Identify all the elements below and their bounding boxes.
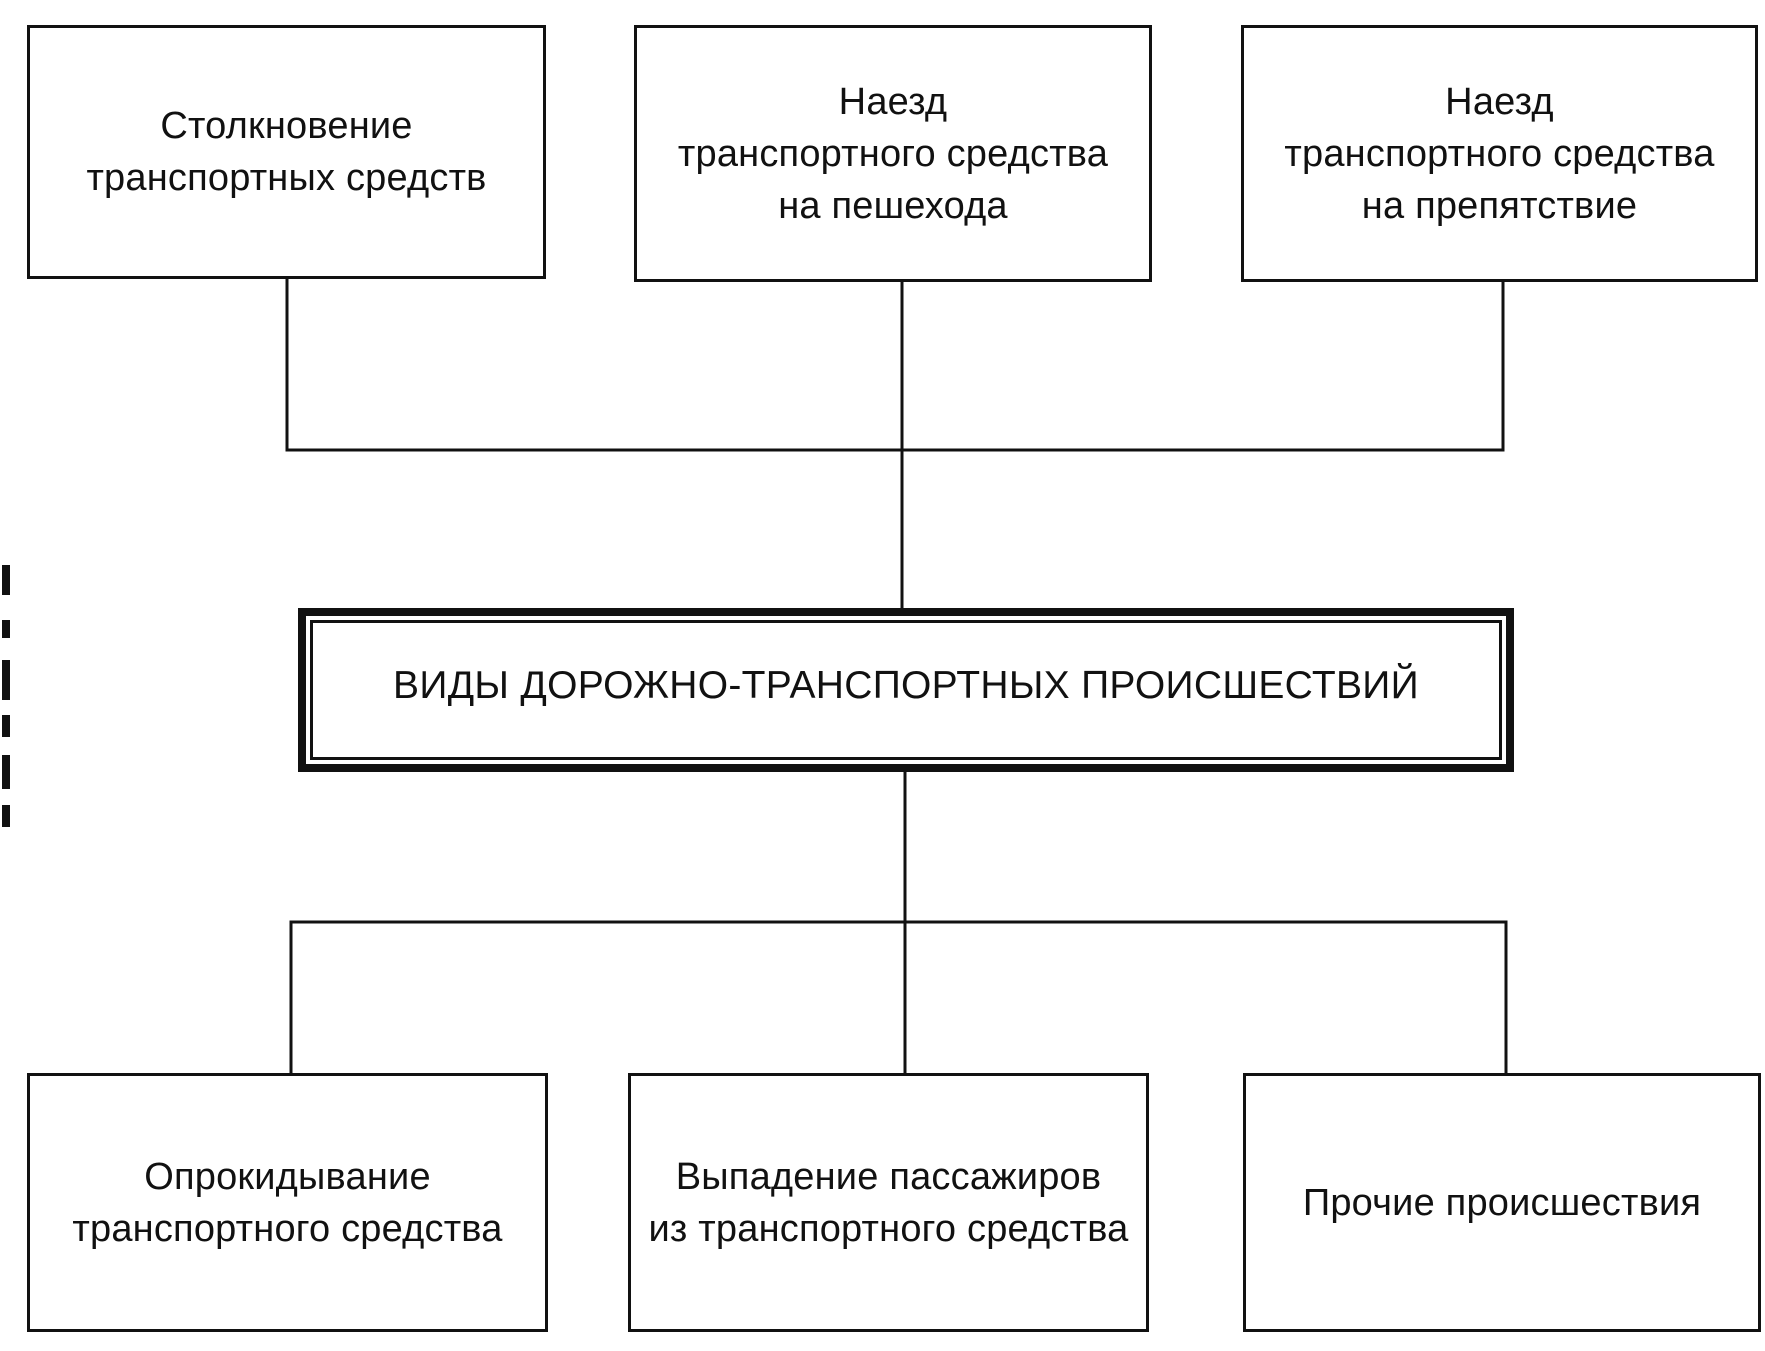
box-passenger-fall: Выпадение пассажиров из транспортного ср… bbox=[628, 1073, 1149, 1332]
box-vehicle-collision-label: Столкновение транспортных средств bbox=[86, 105, 487, 199]
box-vehicle-collision: Столкновение транспортных средств bbox=[27, 25, 546, 279]
box-passenger-fall-label: Выпадение пассажиров из транспортного ср… bbox=[648, 1155, 1129, 1250]
center-box: ВИДЫ ДОРОЖНО-ТРАНСПОРТНЫХ ПРОИСШЕСТВИЙ bbox=[310, 620, 1502, 760]
box-pedestrian-hit-label: Наезд транспортного средства на пешехода bbox=[677, 80, 1109, 227]
box-other-incidents-label: Прочие происшествия bbox=[1302, 1181, 1702, 1224]
margin-scan-marks bbox=[0, 565, 14, 840]
center-box-title: ВИДЫ ДОРОЖНО-ТРАНСПОРТНЫХ ПРОИСШЕСТВИЙ bbox=[393, 664, 1419, 707]
box-other-incidents: Прочие происшествия bbox=[1243, 1073, 1761, 1332]
box-obstacle-hit-label: Наезд транспортного средства на препятст… bbox=[1284, 80, 1715, 227]
box-vehicle-overturn: Опрокидывание транспортного средства bbox=[27, 1073, 548, 1332]
box-obstacle-hit: Наезд транспортного средства на препятст… bbox=[1241, 25, 1758, 282]
box-pedestrian-hit: Наезд транспортного средства на пешехода bbox=[634, 25, 1152, 282]
box-vehicle-overturn-label: Опрокидывание транспортного средства bbox=[72, 1155, 503, 1250]
